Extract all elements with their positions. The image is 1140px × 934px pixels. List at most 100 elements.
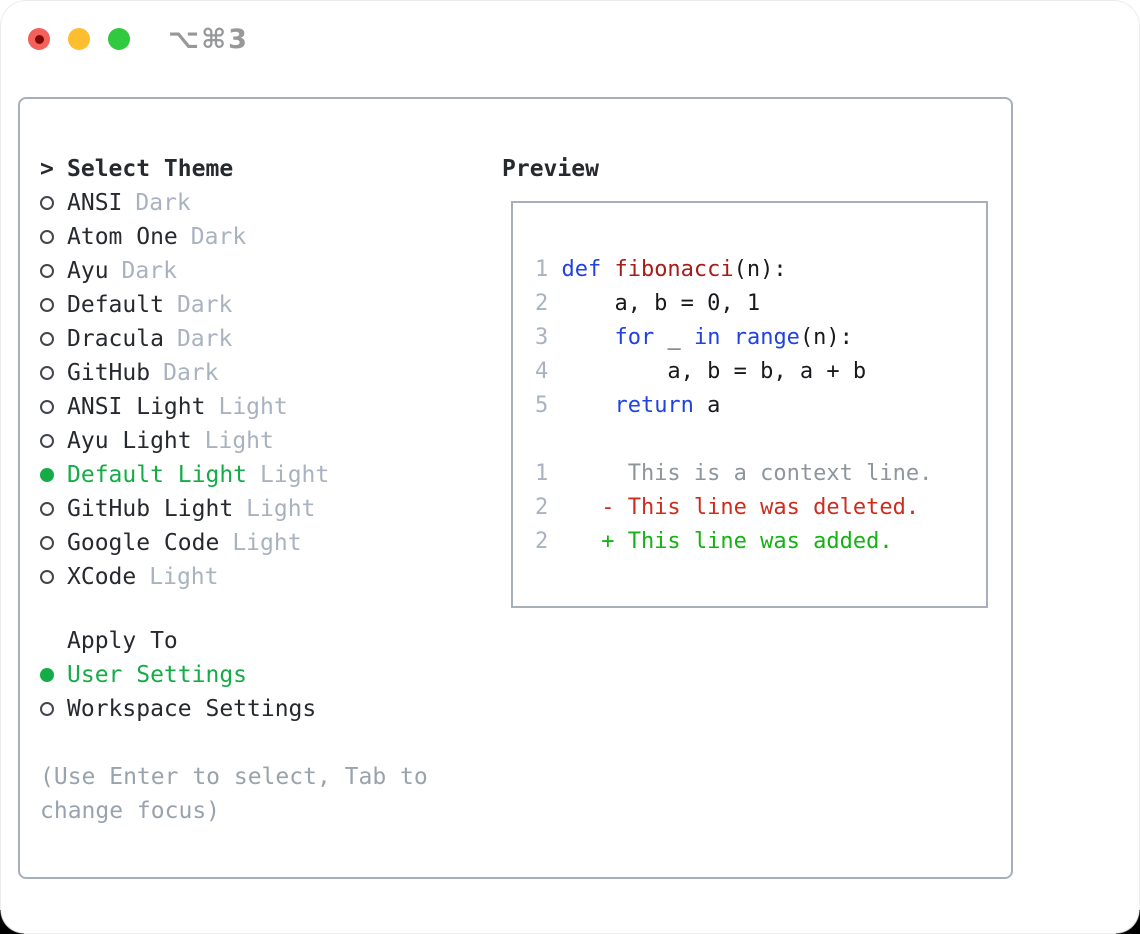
code-token: (n): (799, 325, 853, 350)
code-token: a, b = b, a + b (561, 359, 867, 384)
option-label: Dracula (67, 326, 164, 352)
option-label: Workspace Settings (67, 696, 317, 722)
option-variant-label: Dark (190, 224, 247, 250)
code-line: 2 - This line was deleted. (535, 491, 968, 525)
code-line: 1 def fibonacci(n): (535, 253, 968, 287)
option-variant-label: Dark (135, 190, 191, 216)
code-token: range (733, 325, 800, 350)
code-token (561, 325, 614, 350)
theme-option[interactable]: Google Code Light (40, 526, 490, 560)
line-number: 4 (535, 359, 549, 384)
option-label: Atom One (67, 224, 178, 250)
radio-icon (40, 400, 54, 414)
theme-option[interactable]: GitHub Light Light (40, 492, 490, 526)
close-button[interactable] (28, 28, 50, 50)
radio-icon (40, 536, 54, 550)
option-label: ANSI (67, 190, 123, 216)
option-label: Default (67, 292, 164, 318)
screen-corner-bottom-left (0, 910, 24, 934)
code-token: fibonacci (614, 257, 734, 282)
option-label: GitHub Light (67, 496, 234, 522)
radio-icon (40, 702, 54, 716)
code-line: 3 for _ in range(n): (535, 321, 968, 355)
radio-icon (40, 264, 54, 278)
theme-option[interactable]: Default Light Light (40, 458, 490, 492)
theme-option[interactable]: ANSI Dark (40, 186, 490, 220)
apply-to-option[interactable]: Workspace Settings (40, 692, 490, 726)
code-token: a, b = 0, 1 (561, 291, 761, 316)
radio-icon (40, 434, 54, 448)
code-token: in (693, 325, 721, 350)
option-label: User Settings (67, 662, 248, 688)
option-label: ANSI Light (67, 394, 206, 420)
select-theme-header: > Select Theme (40, 152, 490, 186)
code-token (561, 393, 614, 418)
option-variant-label: Light (260, 462, 330, 488)
line-content: - This line was deleted. (561, 495, 919, 520)
code-token: (n): (733, 257, 787, 282)
hint-text: (Use Enter to select, Tab to change focu… (40, 764, 428, 824)
line-number: 2 (535, 529, 549, 554)
code-token: a (693, 393, 721, 418)
code-token: + This line was added. (561, 529, 893, 554)
option-variant-label: Light (149, 564, 219, 590)
radio-selected-icon (40, 668, 54, 682)
code-line: 5 return a (535, 389, 968, 423)
code-token: This is a context line. (561, 461, 933, 486)
minimize-button[interactable] (68, 28, 90, 50)
code-line: 2 + This line was added. (535, 525, 968, 559)
theme-option[interactable]: Atom One Dark (40, 220, 490, 254)
line-number: 1 (535, 257, 549, 282)
option-variant-label: Light (246, 496, 316, 522)
traffic-lights (28, 28, 130, 50)
prompt-caret-icon: > (40, 156, 54, 182)
line-content: def fibonacci(n): (561, 257, 786, 282)
line-content: for _ in range(n): (561, 325, 852, 350)
line-content: This is a context line. (561, 461, 933, 486)
option-label: Ayu (67, 258, 109, 284)
option-label: Default Light (67, 462, 248, 488)
line-number: 2 (535, 291, 549, 316)
select-theme-label: Select Theme (67, 156, 234, 182)
line-content: a, b = b, a + b (561, 359, 866, 384)
close-dot-icon (34, 34, 44, 44)
option-label: Google Code (67, 530, 220, 556)
option-variant-label: Light (218, 394, 288, 420)
line-content: return a (561, 393, 720, 418)
code-token: - This line was deleted. (561, 495, 920, 520)
preview-header: Preview (502, 156, 599, 182)
apply-to-header: Apply To (67, 628, 178, 654)
code-line (535, 423, 968, 457)
option-variant-label: Light (204, 428, 274, 454)
zoom-button[interactable] (108, 28, 130, 50)
code-line: 4 a, b = b, a + b (535, 355, 968, 389)
radio-icon (40, 570, 54, 584)
apply-to-option[interactable]: User Settings (40, 658, 490, 692)
window-title: ⌥⌘3 (168, 24, 249, 55)
radio-icon (40, 230, 54, 244)
line-number: 2 (535, 495, 549, 520)
code-line: 1 This is a context line. (535, 457, 968, 491)
code-token: def (561, 257, 615, 282)
radio-icon (40, 366, 54, 380)
option-variant-label: Light (232, 530, 302, 556)
theme-option[interactable]: ANSI Light Light (40, 390, 490, 424)
option-variant-label: Dark (176, 292, 233, 318)
line-number: 5 (535, 393, 549, 418)
radio-icon (40, 196, 54, 210)
radio-icon (40, 298, 54, 312)
code-line: 2 a, b = 0, 1 (535, 287, 968, 321)
theme-option[interactable]: Default Dark (40, 288, 490, 322)
